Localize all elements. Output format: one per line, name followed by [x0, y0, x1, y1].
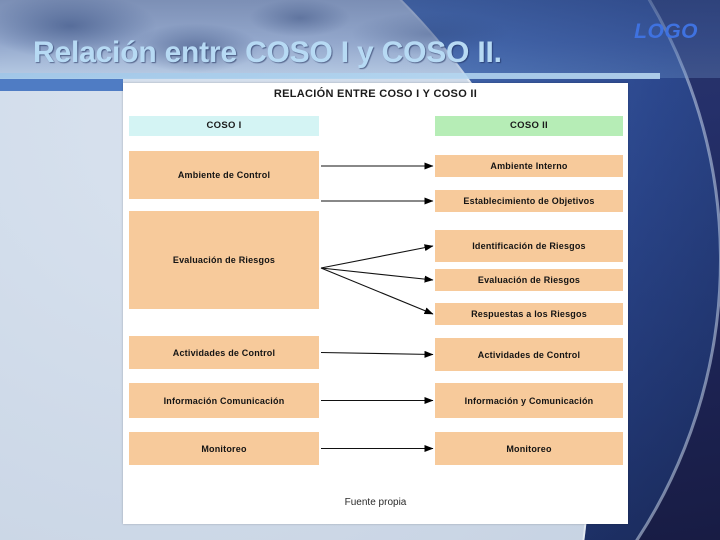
- node-label: Evaluación de Riesgos: [477, 275, 581, 285]
- diagram-footer: Fuente propia: [344, 497, 407, 508]
- column-header-coso1: COSO I: [129, 116, 319, 136]
- node-coso2-1: Establecimiento de Objetivos: [435, 190, 623, 212]
- arrow-actividades-control: [320, 350, 434, 358]
- node-coso1-4: Monitoreo: [129, 432, 319, 465]
- node-coso2-5: Actividades de Control: [435, 338, 623, 371]
- node-label: Información y Comunicación: [464, 395, 594, 406]
- node-label: Actividades de Control: [477, 349, 581, 360]
- node-label: Ambiente de Control: [177, 170, 271, 180]
- node-label: Monitoreo: [201, 443, 247, 454]
- diagram-panel: RELACIÓN ENTRE COSO I Y COSO II COSO I C…: [123, 83, 628, 524]
- node-label: Identificación de Riesgos: [472, 241, 586, 251]
- node-label: Monitoreo: [506, 443, 552, 454]
- node-label: Información Comunicación: [163, 395, 285, 406]
- logo: LOGO: [634, 20, 698, 43]
- node-coso2-2: Identificación de Riesgos: [435, 230, 623, 262]
- node-coso1-0: Ambiente de Control: [129, 151, 319, 199]
- node-coso1-2: Actividades de Control: [129, 336, 319, 369]
- node-coso2-4: Respuestas a los Riesgos: [435, 303, 623, 325]
- node-coso2-3: Evaluación de Riesgos: [435, 269, 623, 291]
- arrow-evaluacion-riesgos: [320, 267, 434, 283]
- node-coso1-1: Evaluación de Riesgos: [129, 211, 319, 309]
- node-coso2-0: Ambiente Interno: [435, 155, 623, 177]
- node-coso2-6: Información y Comunicación: [435, 383, 623, 418]
- node-coso2-7: Monitoreo: [435, 432, 623, 465]
- title-divider: [0, 73, 660, 79]
- title-band: Relación entre COSO I y COSO II.: [0, 36, 620, 74]
- title-divider-accent: [0, 79, 123, 91]
- node-coso1-3: Información Comunicación: [129, 383, 319, 418]
- page-title: Relación entre COSO I y COSO II.: [33, 36, 502, 69]
- arrow-respuestas-riesgos: [320, 267, 434, 315]
- diagram-title: RELACIÓN ENTRE COSO I Y COSO II: [273, 88, 478, 100]
- arrow-identificacion-riesgos: [320, 244, 434, 269]
- column-header-coso2: COSO II: [435, 116, 623, 136]
- node-label: Actividades de Control: [172, 347, 276, 358]
- node-label: Respuestas a los Riesgos: [471, 309, 587, 319]
- node-label: Ambiente Interno: [490, 161, 568, 171]
- node-label: Establecimiento de Objetivos: [463, 196, 595, 206]
- node-label: Evaluación de Riesgos: [172, 255, 276, 265]
